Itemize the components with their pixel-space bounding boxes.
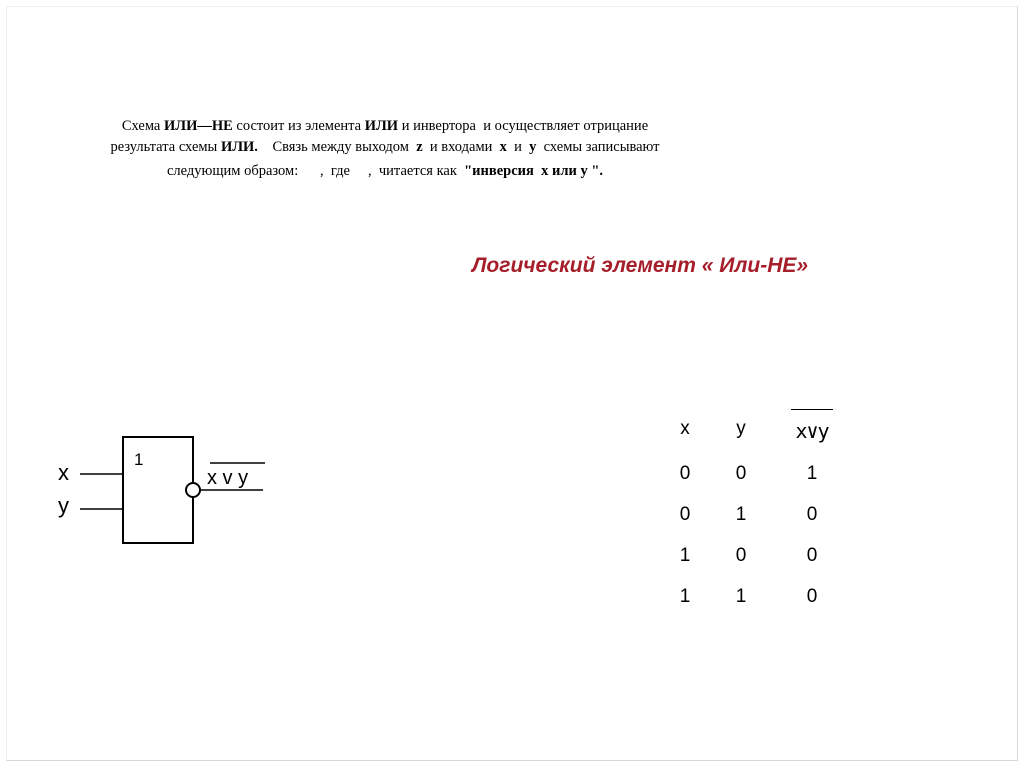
table-cell: 1 xyxy=(806,462,818,484)
column-header-y: y xyxy=(736,418,746,439)
slide-frame xyxy=(6,6,1018,761)
inverter-bubble xyxy=(185,482,201,498)
table-cell: 1 xyxy=(735,503,747,525)
nor-gate-diagram: 1 x y x v y xyxy=(58,436,265,544)
slide-title: Логический элемент « Или-НЕ» xyxy=(472,254,809,277)
table-cell: 0 xyxy=(735,462,747,484)
gate-body xyxy=(122,436,194,544)
output-expression: x∨y xyxy=(791,408,833,443)
table-row: 1 0 0 xyxy=(665,535,847,576)
input-y-label: y xyxy=(58,493,69,518)
table-cell: 0 xyxy=(735,544,747,566)
output-label: x v y xyxy=(207,467,248,489)
paragraph-line-1: Схема ИЛИ—НЕ состоит из элемента ИЛИ и и… xyxy=(121,118,649,134)
table-cell: 1 xyxy=(735,585,747,607)
column-header-x: x xyxy=(680,418,690,439)
table-header-row: x y x∨y xyxy=(665,405,847,453)
input-x-label: x xyxy=(58,460,69,485)
table-cell: 1 xyxy=(679,544,691,566)
truth-table: x y x∨y 0 0 1 0 1 0 1 0 0 1 1 0 xyxy=(665,405,847,617)
table-cell: 0 xyxy=(679,503,691,525)
paragraph-line-3: следующим образом: , где , читается как … xyxy=(166,163,603,179)
column-header-output: x∨y xyxy=(777,405,847,453)
table-row: 1 1 0 xyxy=(665,576,847,617)
table-cell: 1 xyxy=(679,585,691,607)
paragraph-line-2: результата схемы ИЛИ. Связь между выходо… xyxy=(110,139,660,155)
table-cell: 0 xyxy=(806,544,818,566)
table-cell: 0 xyxy=(806,503,818,525)
table-cell: 0 xyxy=(806,585,818,607)
description-paragraph: Схема ИЛИ—НЕ состоит из элемента ИЛИ и и… xyxy=(40,116,730,182)
gate-symbol: 1 xyxy=(134,450,143,469)
table-row: 0 1 0 xyxy=(665,494,847,535)
table-cell: 0 xyxy=(679,462,691,484)
table-row: 0 0 1 xyxy=(665,453,847,494)
